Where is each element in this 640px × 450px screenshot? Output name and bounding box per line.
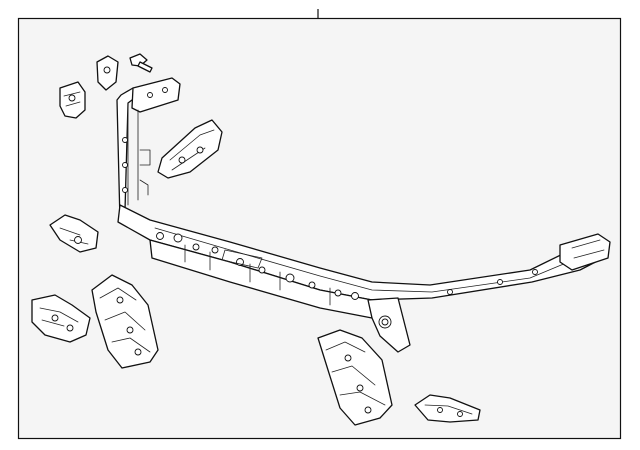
bolt[interactable]	[129, 53, 153, 73]
lower-bracket-right[interactable]	[414, 394, 481, 423]
upper-bracket-left[interactable]	[59, 81, 86, 119]
diagram-frame	[17, 17, 622, 440]
radiator-support-assembly[interactable]	[116, 77, 611, 353]
lock-support-right[interactable]	[317, 329, 393, 426]
small-bracket[interactable]	[96, 55, 119, 91]
lock-support-left[interactable]	[91, 274, 159, 369]
beam-holes	[122, 87, 538, 300]
lower-bracket-left[interactable]	[31, 294, 91, 343]
mount-bracket[interactable]	[157, 119, 223, 179]
side-bracket[interactable]	[49, 214, 99, 253]
